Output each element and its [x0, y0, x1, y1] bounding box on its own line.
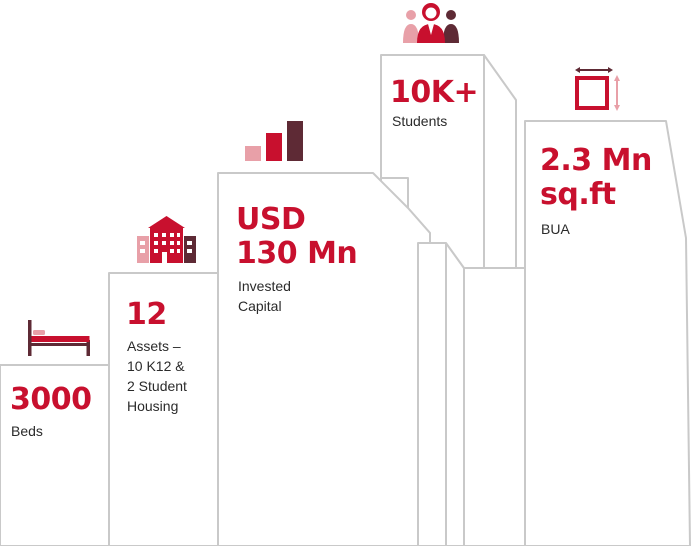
tower-slim-1: [417, 242, 447, 546]
tower-beds: [0, 364, 110, 546]
stat-label-beds: Beds: [11, 423, 43, 439]
area-measure-icon: [575, 67, 620, 111]
stat-value-beds: 3000: [10, 382, 92, 417]
bar-chart-icon: [245, 121, 303, 161]
stat-value-capital: USD 130 Mn: [236, 202, 358, 271]
stat-label-bua: BUA: [541, 221, 570, 237]
stat-label-students: Students: [392, 113, 448, 129]
stat-value-assets: 12: [126, 297, 167, 332]
bed-icon: [28, 320, 90, 356]
stat-label-capital: Invested Capital: [238, 278, 291, 314]
tower-students: [380, 54, 485, 546]
stat-label-assets: Assets – 10 K12 & 2 Student Housing: [127, 338, 187, 414]
people-icon: [403, 3, 459, 43]
stat-value-students: 10K+: [390, 75, 479, 110]
tower-bua: [524, 120, 691, 546]
tower-mid: [463, 267, 526, 546]
building-icon: [137, 216, 196, 263]
stat-value-bua: 2.3 Mn sq.ft: [540, 143, 652, 212]
tower-slim-2: [445, 242, 465, 546]
tower-capital: [217, 172, 431, 546]
